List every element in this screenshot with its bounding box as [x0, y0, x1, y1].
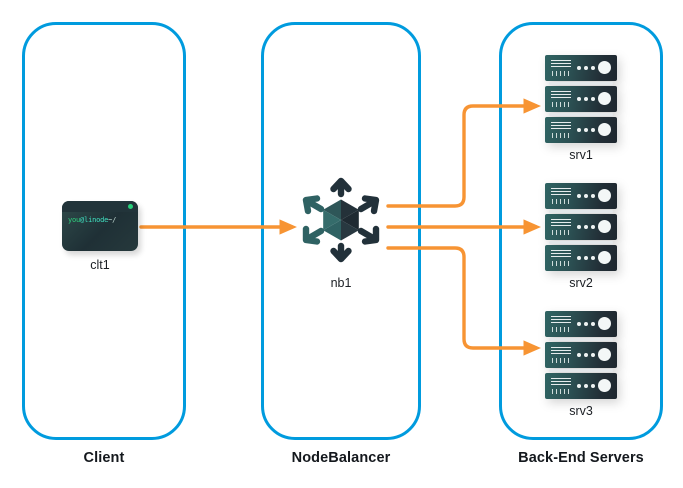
ticks-icon	[552, 199, 570, 204]
power-knob-icon	[598, 251, 611, 264]
led-indicators-icon	[577, 384, 599, 388]
server-unit	[545, 86, 617, 112]
server-unit	[545, 245, 617, 271]
node-label-nb1: nb1	[330, 276, 352, 290]
prompt-host: linode	[84, 216, 109, 224]
terminal-prompt-text: you@linode~/	[68, 216, 116, 224]
prompt-path: ~/	[108, 216, 117, 224]
ticks-icon	[552, 261, 570, 266]
node-label-srv3: srv3	[569, 404, 593, 418]
node-label-srv2: srv2	[569, 276, 593, 290]
node-label-clt1: clt1	[90, 258, 110, 272]
led-indicators-icon	[577, 256, 599, 260]
prompt-at: @	[80, 216, 85, 224]
power-knob-icon	[598, 61, 611, 74]
node-label-srv1: srv1	[569, 148, 593, 162]
vents-icon	[551, 316, 571, 326]
ticks-icon	[552, 133, 570, 138]
terminal-titlebar	[62, 201, 138, 212]
led-indicators-icon	[577, 97, 599, 101]
power-knob-icon	[598, 123, 611, 136]
power-knob-icon	[598, 92, 611, 105]
vents-icon	[551, 219, 571, 229]
prompt-user: you	[68, 216, 81, 224]
ticks-icon	[552, 358, 570, 363]
group-label-balancer: NodeBalancer	[291, 450, 391, 466]
power-knob-icon	[598, 220, 611, 233]
vents-icon	[551, 122, 571, 132]
ticks-icon	[552, 389, 570, 394]
group-box-servers	[499, 22, 663, 440]
group-box-balancer	[261, 22, 421, 440]
vents-icon	[551, 347, 571, 357]
vents-icon	[551, 188, 571, 198]
led-indicators-icon	[577, 66, 599, 70]
terminal-window-icon[interactable]: you@linode~/	[62, 201, 138, 251]
group-label-client: Client	[83, 450, 125, 466]
server-unit	[545, 342, 617, 368]
group-label-servers: Back-End Servers	[518, 450, 644, 466]
led-indicators-icon	[577, 322, 599, 326]
led-indicators-icon	[577, 225, 599, 229]
ticks-icon	[552, 71, 570, 76]
server-unit	[545, 55, 617, 81]
vents-icon	[551, 91, 571, 101]
unit-divider	[549, 338, 613, 341]
power-knob-icon	[598, 317, 611, 330]
unit-divider	[549, 241, 613, 244]
ticks-icon	[552, 230, 570, 235]
server-rack-icon-srv1[interactable]	[545, 55, 617, 143]
vents-icon	[551, 378, 571, 388]
led-indicators-icon	[577, 128, 599, 132]
ticks-icon	[552, 327, 570, 332]
group-box-client	[22, 22, 186, 440]
server-unit	[545, 311, 617, 337]
unit-divider	[549, 113, 613, 116]
vents-icon	[551, 60, 571, 70]
unit-divider	[549, 369, 613, 372]
server-rack-icon-srv3[interactable]	[545, 311, 617, 399]
unit-divider	[549, 82, 613, 85]
led-indicators-icon	[577, 353, 599, 357]
hexagon-core	[323, 199, 359, 241]
server-unit	[545, 117, 617, 143]
led-indicators-icon	[577, 194, 599, 198]
unit-divider	[549, 210, 613, 213]
server-rack-icon-srv2[interactable]	[545, 183, 617, 271]
ticks-icon	[552, 102, 570, 107]
server-unit	[545, 214, 617, 240]
server-unit	[545, 373, 617, 399]
vents-icon	[551, 250, 571, 260]
status-dot-icon	[128, 204, 133, 209]
server-unit	[545, 183, 617, 209]
nodebalancer-hexagon-icon[interactable]	[297, 176, 385, 264]
power-knob-icon	[598, 189, 611, 202]
power-knob-icon	[598, 348, 611, 361]
hexagon-arrows	[302, 177, 380, 263]
power-knob-icon	[598, 379, 611, 392]
